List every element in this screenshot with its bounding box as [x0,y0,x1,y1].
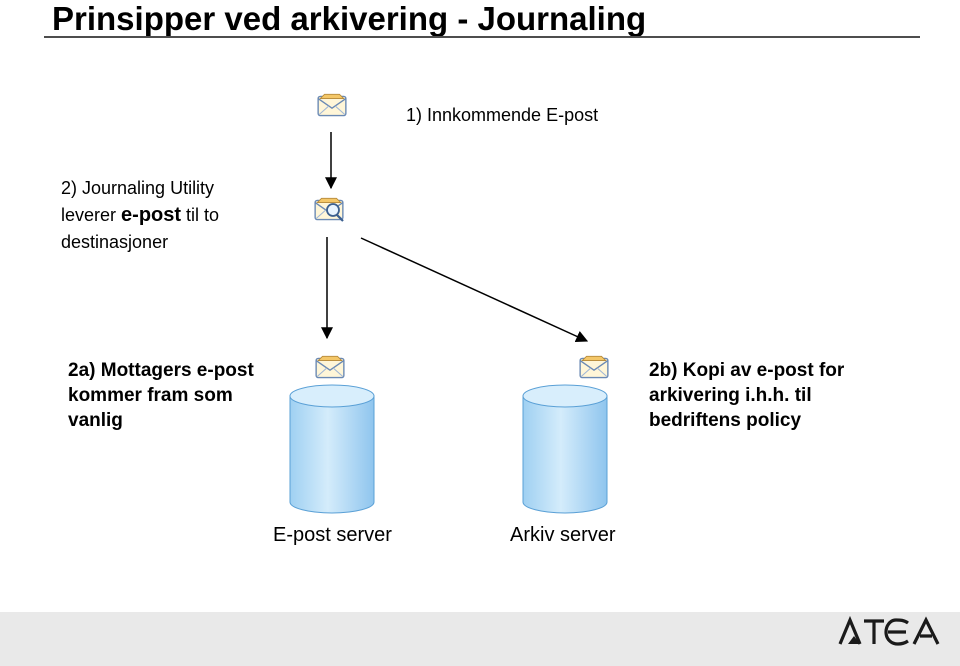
envelope-magnifier-icon [314,197,344,222]
step-recipient-line2: kommer fram som [68,385,233,406]
envelope-icon [579,355,609,379]
title-underline [44,36,920,38]
step-recipient-line1: 2a) Mottagers e-post [68,360,254,381]
step-utility-line2-pre: leverer [61,205,122,225]
envelope-icon [315,355,345,379]
step-utility-line1: 2) Journaling Utility [61,178,215,198]
step-copy-line3: bedriftens policy [649,410,802,431]
step-utility-line2: leverer e-post til to [61,202,219,229]
mail-server-label: E-post server [273,524,392,546]
atea-logo [838,615,940,646]
step-copy-line1: 2b) Kopi av e-post for [649,360,845,381]
step-utility-label: 2) Journaling Utility leverer e-post til… [61,175,219,256]
journaling-diagram [289,93,609,514]
step-copy-label: 2b) Kopi av e-post for arkivering i.h.h.… [649,358,844,433]
arrow-utility-to-archive-server [360,237,589,342]
step-incoming-label: 1) Innkommende E-post [406,105,599,125]
step-copy-line2: arkivering i.h.h. til [649,385,812,406]
step-utility-line2-post: til to [181,205,220,225]
database-cylinder-icon [522,384,608,514]
step-utility-line2-big: e-post [121,204,182,226]
page-title: Prinsipper ved arkivering - Journaling [52,0,647,37]
envelope-icon [317,93,347,117]
step-utility-line3: destinasjoner [61,232,169,252]
archive-server-label: Arkiv server [510,524,616,546]
database-cylinder-icon [289,384,375,514]
footer-band [0,612,960,666]
step-recipient-line3: vanlig [68,410,123,431]
step-recipient-label: 2a) Mottagers e-post kommer fram som van… [68,358,254,433]
